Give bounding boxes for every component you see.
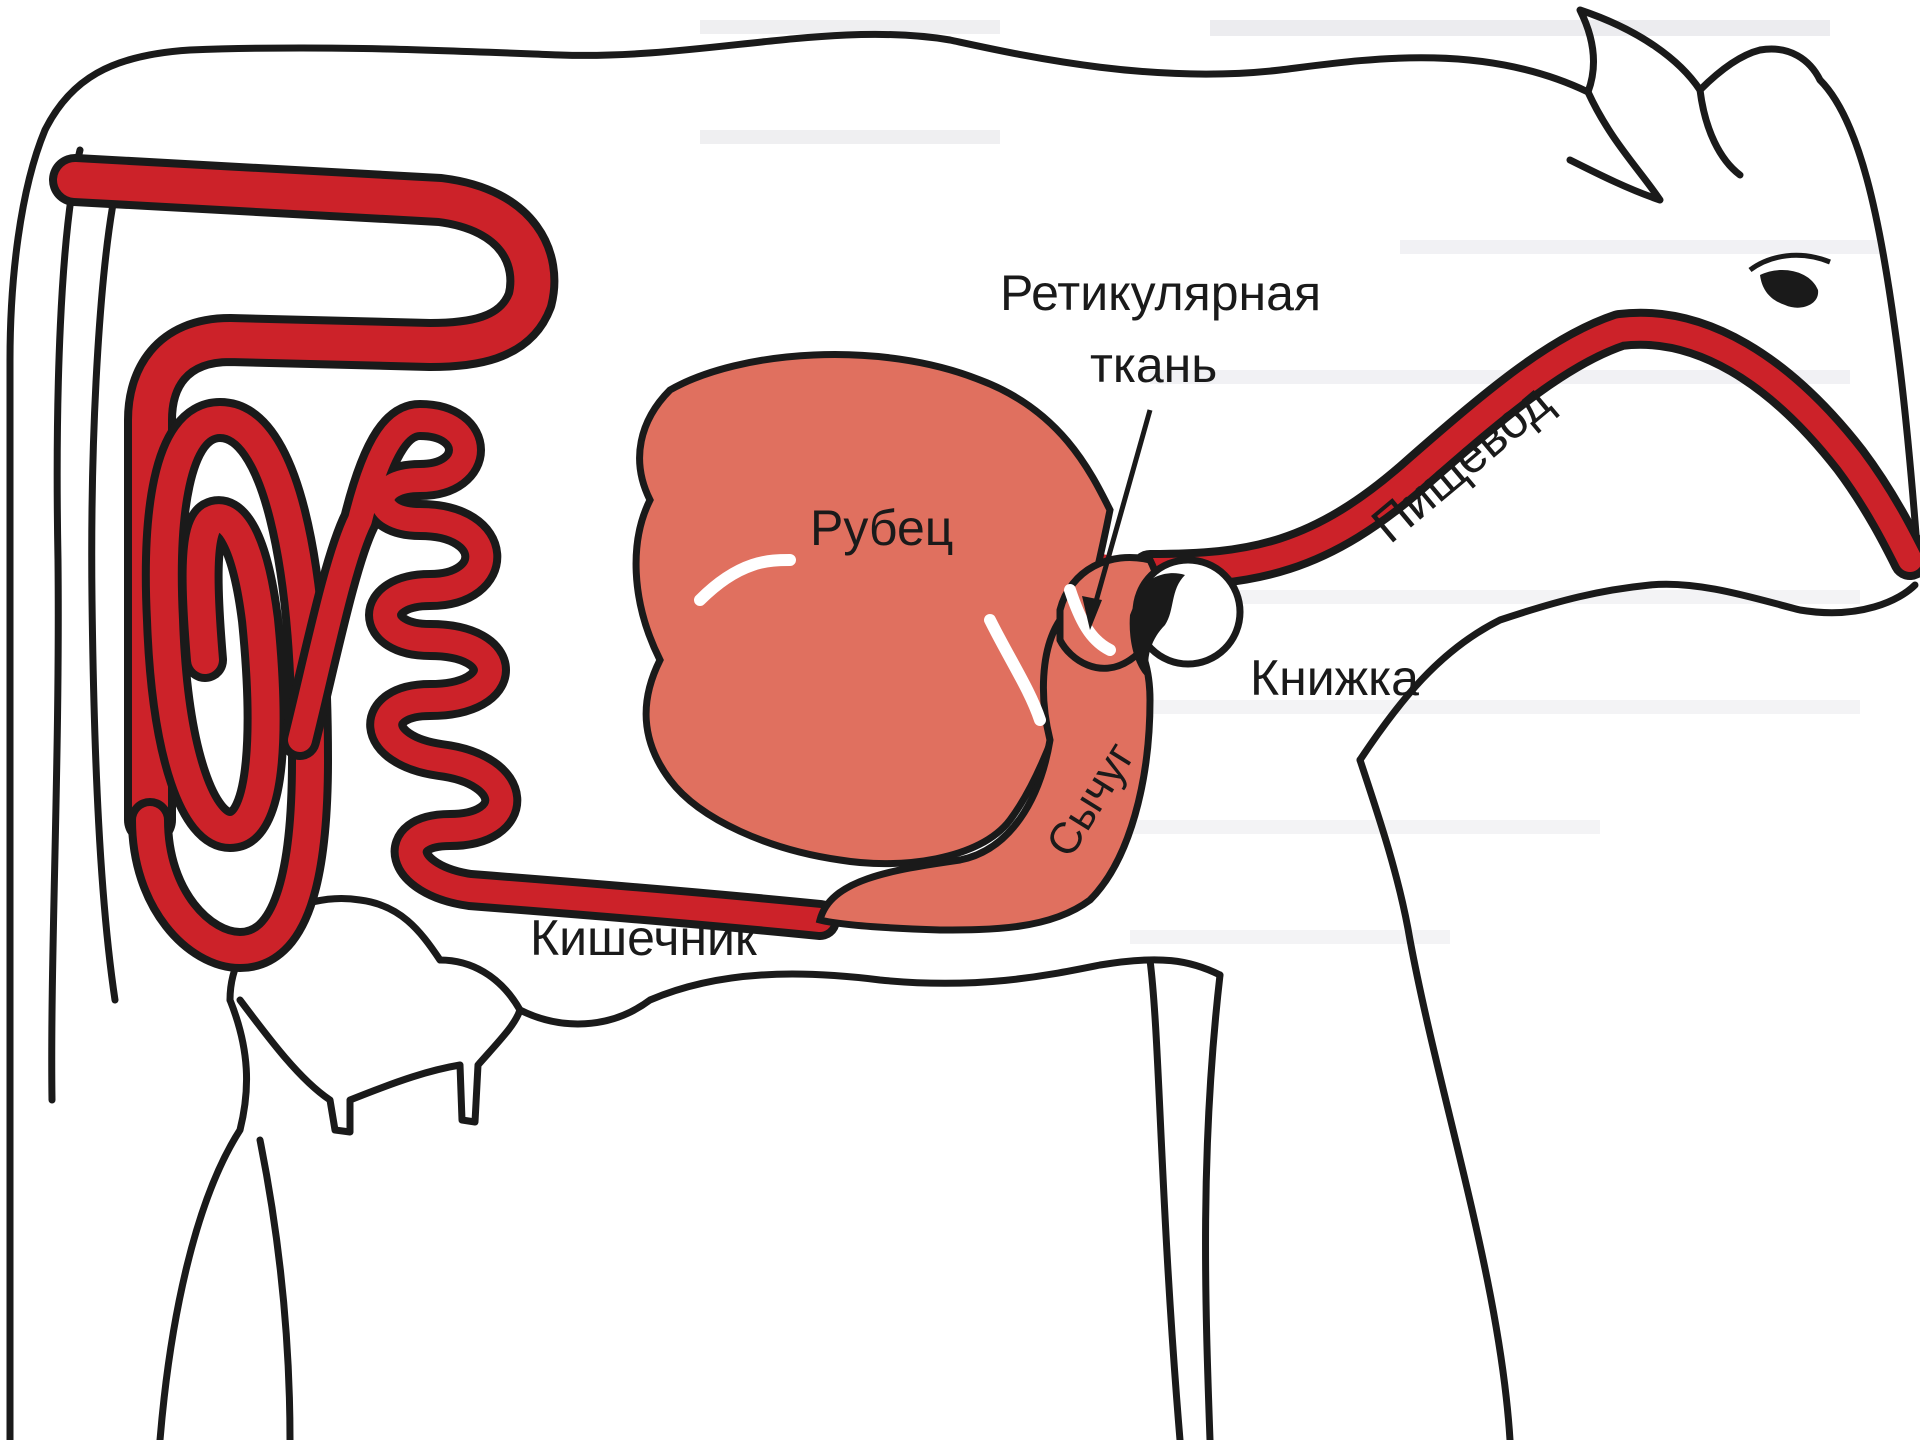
ear-outline <box>1570 92 1660 200</box>
omasum-shape <box>1130 560 1240 680</box>
label-esophagus: Пищевод <box>1361 373 1561 554</box>
bleed-line <box>1210 20 1830 36</box>
tail-inner-outline <box>92 170 120 1000</box>
hind-leg-outline <box>160 1000 247 1440</box>
bleed-line <box>1100 700 1860 714</box>
front-leg-outline <box>1150 960 1180 1440</box>
esophagus-tube <box>1150 329 1910 570</box>
label-reticulum-line1: Ретикулярная <box>1000 265 1321 321</box>
chest-outline <box>1360 584 1915 760</box>
front-leg-front-outline <box>1360 760 1510 1440</box>
label-rumen: Рубец <box>810 500 953 556</box>
udder-lower-outline <box>240 1000 520 1132</box>
label-intestine: Кишечник <box>530 910 758 966</box>
bleed-line <box>700 130 1000 144</box>
tail-outline <box>52 150 80 1100</box>
front-leg-rear-outline <box>1206 975 1220 1440</box>
bleed-line <box>1400 240 1880 254</box>
label-omasum: Книжка <box>1250 650 1419 706</box>
inner-ear-outline <box>1700 90 1740 175</box>
eye-icon <box>1750 255 1830 307</box>
rear-leg-front-outline <box>260 1140 290 1440</box>
label-reticulum-line2: ткань <box>1090 337 1217 393</box>
bleed-line <box>1130 930 1450 944</box>
